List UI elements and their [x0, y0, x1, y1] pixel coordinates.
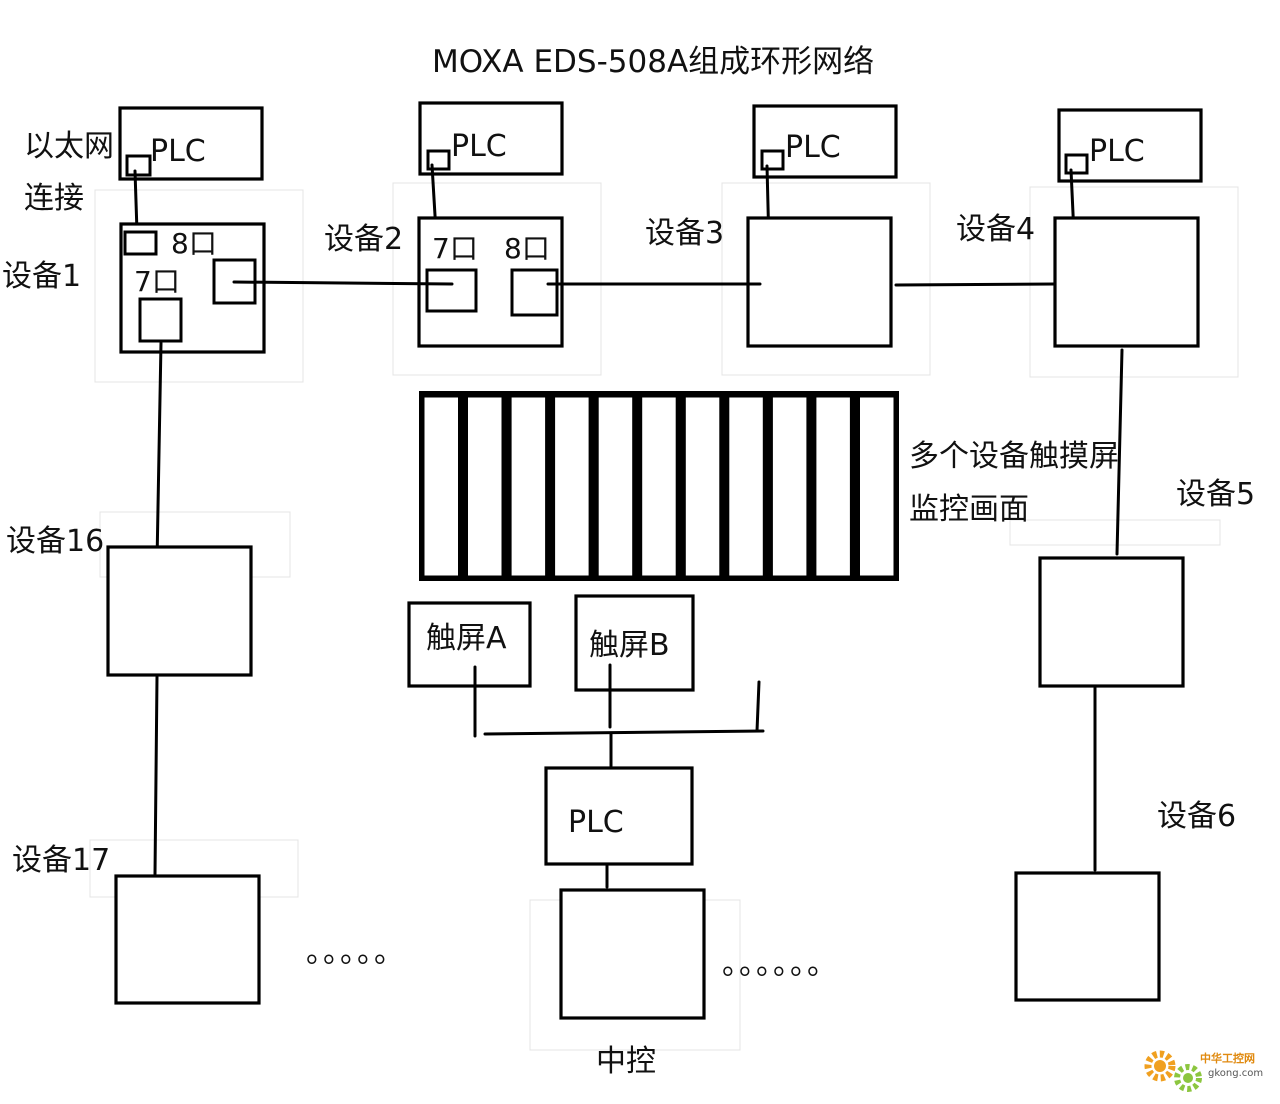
- central-controller-label: 中控: [596, 1044, 656, 1079]
- device-5-label: 设备5: [1176, 477, 1255, 512]
- plc-1: PLC: [118, 106, 264, 181]
- hmi-slots: [421, 394, 897, 579]
- device-2-port8: [510, 268, 559, 317]
- plc1-device1-link: [133, 169, 139, 234]
- device-3-label: 设备3: [645, 216, 724, 251]
- touch-screen-b: [574, 594, 695, 692]
- device-17-label: 设备17: [12, 843, 110, 878]
- device3-device4-link: [894, 282, 1057, 287]
- device16-device17-link: [153, 675, 159, 876]
- device-4-label: 设备4: [956, 212, 1035, 247]
- device-16: [106, 545, 253, 677]
- hmi-screen-grid: [419, 391, 899, 581]
- device-3: [746, 216, 893, 348]
- hmi-slot: [595, 394, 636, 579]
- device-1-port8-label: 8口: [171, 227, 217, 260]
- device-4: [1053, 216, 1200, 348]
- plc-1-label: PLC: [150, 134, 206, 169]
- ellipsis-left: 。。。。。: [306, 935, 406, 970]
- plc-4-ethernet-port: [1064, 153, 1089, 175]
- plc-3: PLC: [752, 104, 898, 179]
- plc-2: PLC: [418, 101, 564, 176]
- device-16-label: 设备16: [6, 524, 104, 559]
- device1-device2-link: [232, 280, 454, 286]
- device-6-label: 设备6: [1157, 799, 1236, 834]
- hmi-bus-line: [483, 729, 765, 736]
- ellipsis-right: 。。。。。。: [722, 947, 839, 982]
- device1-device16-link: [155, 341, 163, 564]
- center-plc: [544, 766, 694, 866]
- device-1-label: 设备1: [2, 259, 81, 294]
- device-17: [114, 874, 261, 1005]
- hmi-slot: [769, 394, 810, 579]
- hmi-slot: [552, 394, 592, 579]
- device-1-port7-label: 7口: [134, 265, 180, 298]
- screen-label-line1: 多个设备触摸屏: [909, 439, 1119, 474]
- device-1-port7: [138, 297, 183, 343]
- watermark-brand: 中华工控网: [1200, 1051, 1255, 1065]
- device-2-port7-label: 7口: [432, 232, 478, 265]
- diagram-title: MOXA EDS-508A组成环形网络: [432, 44, 874, 80]
- center-plc-label: PLC: [568, 805, 624, 840]
- watermark-logo: 中华工控网 gkong.com: [1144, 1050, 1263, 1092]
- touch-screen-a: [407, 601, 532, 688]
- device-1-uplink-port: [123, 230, 158, 256]
- device-2-label: 设备2: [324, 222, 403, 257]
- central-controller: [559, 888, 706, 1020]
- hmi-slot: [726, 394, 766, 579]
- hmi-slot: [465, 394, 505, 579]
- plc-2-label: PLC: [451, 129, 507, 164]
- hmi-slot: [682, 394, 723, 579]
- hmi-slot: [421, 394, 461, 579]
- touch-screen-b-label: 触屏B: [589, 628, 670, 663]
- screen-label-line2: 监控画面: [909, 492, 1029, 527]
- plc-3-ethernet-port: [760, 149, 785, 171]
- touch-screen-a-label: 触屏A: [426, 621, 507, 656]
- hmi-slot: [508, 394, 549, 579]
- hmi-slot: [639, 394, 679, 579]
- device-5: [1038, 556, 1185, 688]
- device-2: 7口 8口: [417, 216, 564, 348]
- ethernet-label-line2: 连接: [24, 181, 84, 216]
- bus-spare-drop: [755, 680, 761, 733]
- device-6: [1014, 871, 1161, 1002]
- device-1: 8口 7口: [119, 222, 266, 354]
- hmi-slot: [813, 394, 853, 579]
- ethernet-label-line1: 以太网: [24, 129, 114, 164]
- device-2-port8-label: 8口: [504, 232, 550, 265]
- plc-4-label: PLC: [1089, 134, 1145, 169]
- hmi-slot: [857, 394, 897, 579]
- plc-1-ethernet-port: [125, 154, 152, 177]
- plc-4: PLC: [1057, 108, 1203, 183]
- watermark-url: gkong.com: [1208, 1068, 1263, 1079]
- device4-device5-link: [1115, 348, 1124, 556]
- gear-icon: [1144, 1050, 1202, 1092]
- device-2-port7: [425, 268, 478, 313]
- plc-3-label: PLC: [785, 130, 841, 165]
